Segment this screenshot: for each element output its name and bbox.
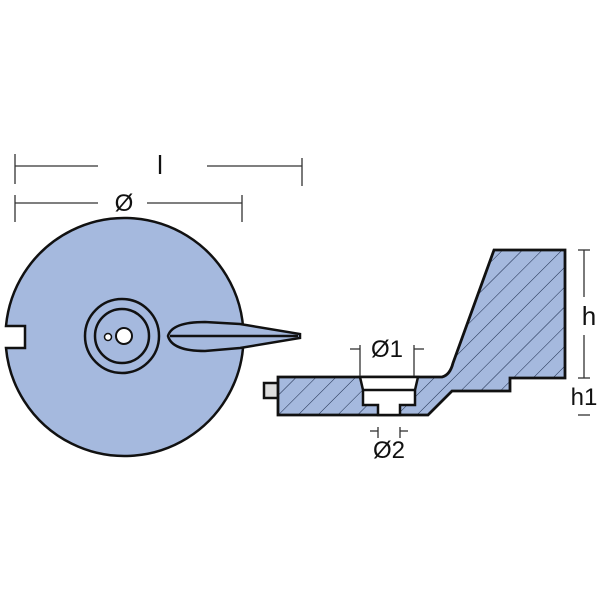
diameter2-dimension <box>370 427 408 438</box>
diameter-label: Ø <box>115 190 134 217</box>
anode-top-view <box>4 216 302 458</box>
length-label: l <box>157 150 163 180</box>
diameter2-label: Ø2 <box>373 437 405 464</box>
diameter-dimension <box>14 195 243 222</box>
height-dimension <box>578 249 590 416</box>
diameter1-dimension <box>350 345 424 376</box>
height-label: h <box>582 301 596 331</box>
height1-label: h1 <box>571 384 598 411</box>
diameter1-label: Ø1 <box>371 336 403 363</box>
anode-section-view <box>262 248 567 417</box>
length-dimension <box>14 154 303 186</box>
